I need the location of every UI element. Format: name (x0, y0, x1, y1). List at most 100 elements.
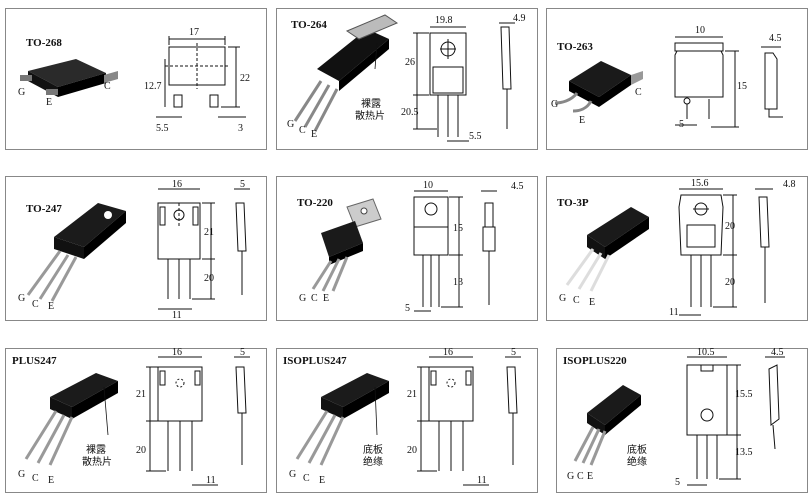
dimension-label: 22 (240, 73, 250, 84)
outline-drawing (678, 188, 773, 316)
to220-drawing: G C E 10 4.5 15 13 5 (299, 180, 524, 314)
dimension-label: 12.7 (144, 81, 162, 92)
dimension-label: 13 (453, 277, 463, 288)
pin-label: E (323, 293, 329, 304)
panel-isoplus247: ISOPLUS247 G C E 底板 绝缘 (276, 347, 538, 493)
panel-to268: TO-268 G E C (5, 8, 267, 150)
package-title: ISOPLUS247 (283, 355, 347, 367)
pin-label: G (18, 469, 25, 480)
dimension-label: 17 (189, 27, 199, 38)
pin-label: G (567, 471, 574, 482)
dimension-label: 16 (443, 347, 453, 358)
pin-label: E (48, 301, 54, 312)
package-3d-image (565, 207, 649, 292)
package-title: TO-3P (557, 197, 589, 209)
pin-label: E (587, 471, 593, 482)
package-title: TO-264 (291, 19, 327, 31)
pin-label: C (32, 299, 39, 310)
dimension-label: 11 (172, 310, 182, 321)
note-label: 裸露 (86, 443, 106, 456)
dimension-label: 20 (136, 445, 146, 456)
outline-drawing (413, 190, 497, 312)
package-title: TO-220 (297, 197, 333, 209)
pin-label: G (559, 293, 566, 304)
dimension-label: 13.5 (735, 447, 753, 458)
pin-label: G (287, 119, 294, 130)
dimension-label: 16 (172, 347, 182, 358)
package-3d-image (311, 198, 382, 292)
package-3d-image (24, 373, 118, 466)
dimension-label: 5 (240, 179, 245, 190)
package-title: TO-247 (26, 203, 62, 215)
pin-label: E (311, 129, 317, 140)
dimension-label: 4.8 (783, 179, 796, 190)
package-title: TO-263 (557, 41, 593, 53)
panel-isoplus220: ISOPLUS220 G C E 底板 绝缘 (556, 347, 808, 493)
pin-label: C (104, 81, 111, 92)
dimension-label: 4.5 (771, 347, 784, 358)
dimension-label: 16 (172, 179, 182, 190)
dimension-label: 11 (206, 475, 216, 486)
note-label: 底板 (363, 443, 383, 456)
dimension-label: 21 (204, 227, 214, 238)
note-label: 散热片 (82, 455, 112, 468)
package-title: ISOPLUS220 (563, 355, 627, 367)
pin-label: G (299, 293, 306, 304)
pin-label: E (579, 115, 585, 126)
pin-label: C (299, 125, 306, 136)
dimension-label: 10.5 (697, 347, 715, 358)
panel-to220: TO-220 G C E (276, 176, 538, 321)
package-title: PLUS247 (12, 355, 57, 367)
dimension-label: 20 (725, 221, 735, 232)
to264-drawing: G C E 裸露 散热片 19.8 4.9 26 20.5 5.5 (287, 13, 526, 142)
panel-plus247: PLUS247 G C E 裸露 散热片 (5, 347, 267, 493)
pin-label: C (635, 87, 642, 98)
dimension-label: 19.8 (435, 15, 453, 26)
pin-label: C (573, 295, 580, 306)
dimension-label: 11 (477, 475, 487, 486)
note-label: 绝缘 (363, 455, 383, 468)
dimension-label: 15 (737, 81, 747, 92)
pin-label: C (577, 471, 584, 482)
dimension-label: 11 (669, 307, 679, 318)
pin-label: E (589, 297, 595, 308)
dimension-label: 10 (695, 25, 705, 36)
to3p-drawing: G C E 15.6 4.8 20 20 11 (559, 178, 796, 318)
panel-to263: TO-263 G E C 10 4.5 (546, 8, 808, 150)
panel-to264: TO-264 G C E 裸露 散热片 (276, 8, 538, 150)
package-3d-image (573, 385, 641, 466)
dimension-label: 15.6 (691, 178, 709, 189)
to263-drawing: G E C 10 4.5 15 5 (551, 25, 783, 130)
dimension-label: 5 (405, 303, 410, 314)
package-3d-image (295, 373, 389, 466)
to268-drawing: G E C 17 12.7 22 5.5 3 (18, 27, 250, 134)
dimension-label: 3 (238, 123, 243, 134)
note-label: 绝缘 (627, 455, 647, 468)
package-3d-image (293, 14, 399, 132)
outline-drawing (156, 36, 246, 118)
outline-drawing (157, 188, 250, 310)
dimension-label: 20 (204, 273, 214, 284)
package-3d-image (554, 61, 643, 113)
pin-label: G (289, 469, 296, 480)
note-label: 散热片 (355, 109, 385, 122)
dimension-label: 20 (725, 277, 735, 288)
outline-drawing (674, 36, 783, 128)
isoplus220-drawing: G C E 底板 绝缘 10.5 4.5 15.5 13.5 5 (567, 347, 785, 488)
panel-to247: TO-247 G C E (5, 176, 267, 321)
dimension-label: 15.5 (735, 389, 753, 400)
outline-drawing (417, 356, 521, 486)
dimension-label: 21 (407, 389, 417, 400)
dimension-label: 20 (407, 445, 417, 456)
dimension-label: 4.5 (511, 181, 524, 192)
pin-label: C (303, 473, 310, 484)
pin-label: G (18, 87, 25, 98)
dimension-label: 5 (511, 347, 516, 358)
dimension-label: 5 (240, 347, 245, 358)
outline-drawing (413, 22, 515, 142)
pin-label: G (551, 99, 558, 110)
package-3d-image (20, 59, 118, 97)
pin-label: C (32, 473, 39, 484)
plus247-drawing: G C E 裸露 散热片 16 5 21 20 11 (18, 347, 250, 486)
pin-label: E (46, 97, 52, 108)
